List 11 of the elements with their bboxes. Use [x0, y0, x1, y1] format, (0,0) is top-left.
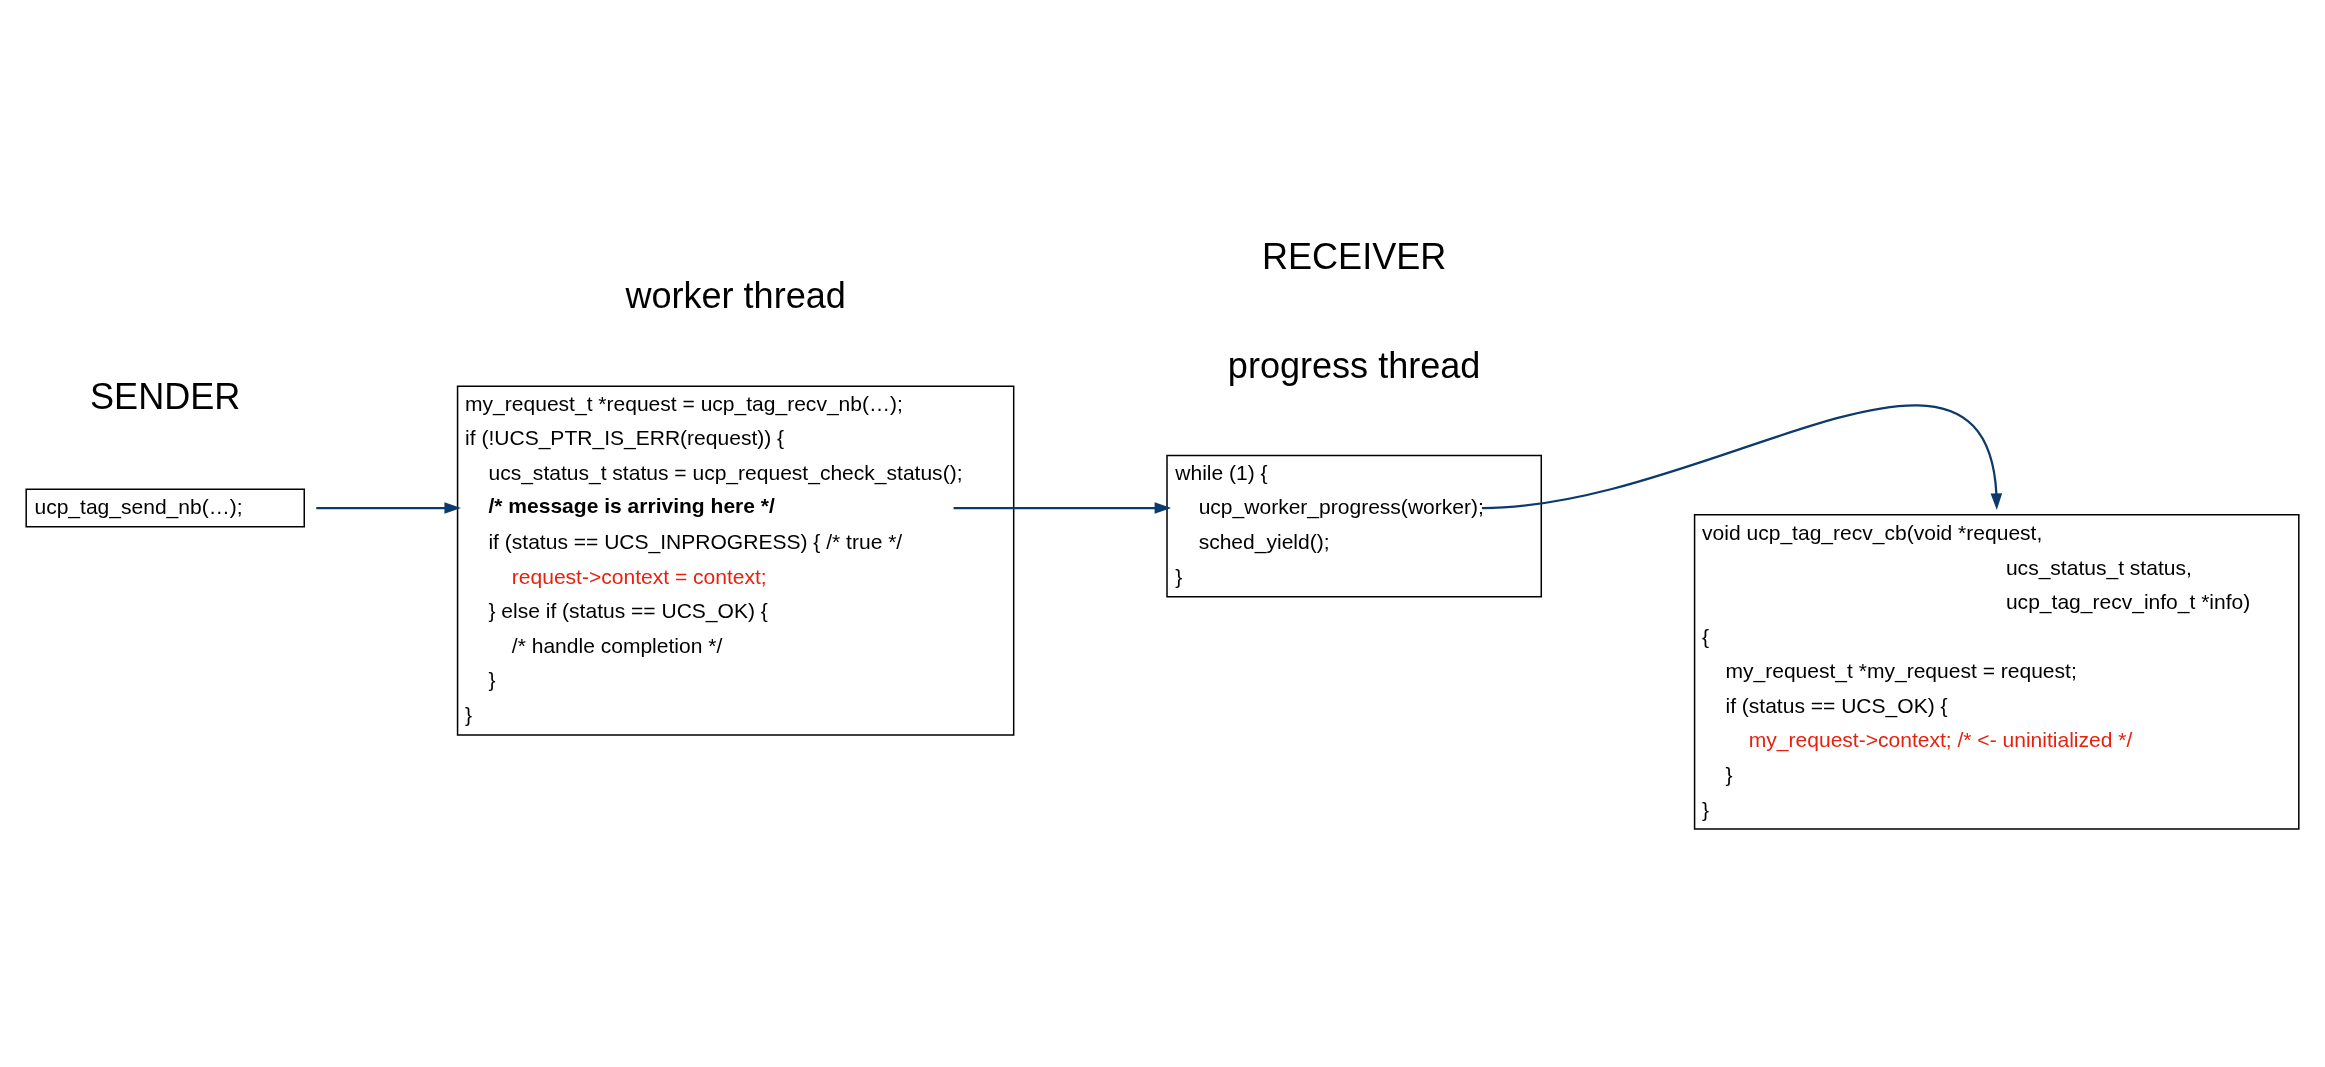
- label: progress thread: [1227, 344, 1481, 386]
- arrow: [953, 501, 1172, 514]
- node-box: while (1) { ucp_worker_progress(worker); sched_yield(); }: [1166, 454, 1542, 597]
- arrow: [316, 501, 461, 514]
- node-box: my_request_t *request = ucp_tag_recv_nb(…); if (!UCS_PTR_IS_ERR(request)) { ucs_status_t status = ucp_request_check_status(); /* message is arriving here */ if (status == UCS_INPROGRESS) { /* true */ request->context = context; } else if (status == UCS_OK) { /* handle completion */ } }: [456, 385, 1015, 736]
- node-box: void ucp_tag_recv_cb(void *request, ucs_status_t status, ucp_tag_recv_info_t *info) { my_request_t *my_request = request; if (status == UCS_OK) { my_request->context; /* <- uninitialized */ } }: [1693, 513, 2300, 830]
- node-box: ucp_tag_send_nb(…);: [25, 488, 305, 528]
- label: SENDER: [90, 375, 241, 417]
- arrow: [1481, 403, 2003, 510]
- label: RECEIVER: [1261, 235, 1447, 277]
- label: worker thread: [625, 274, 846, 316]
